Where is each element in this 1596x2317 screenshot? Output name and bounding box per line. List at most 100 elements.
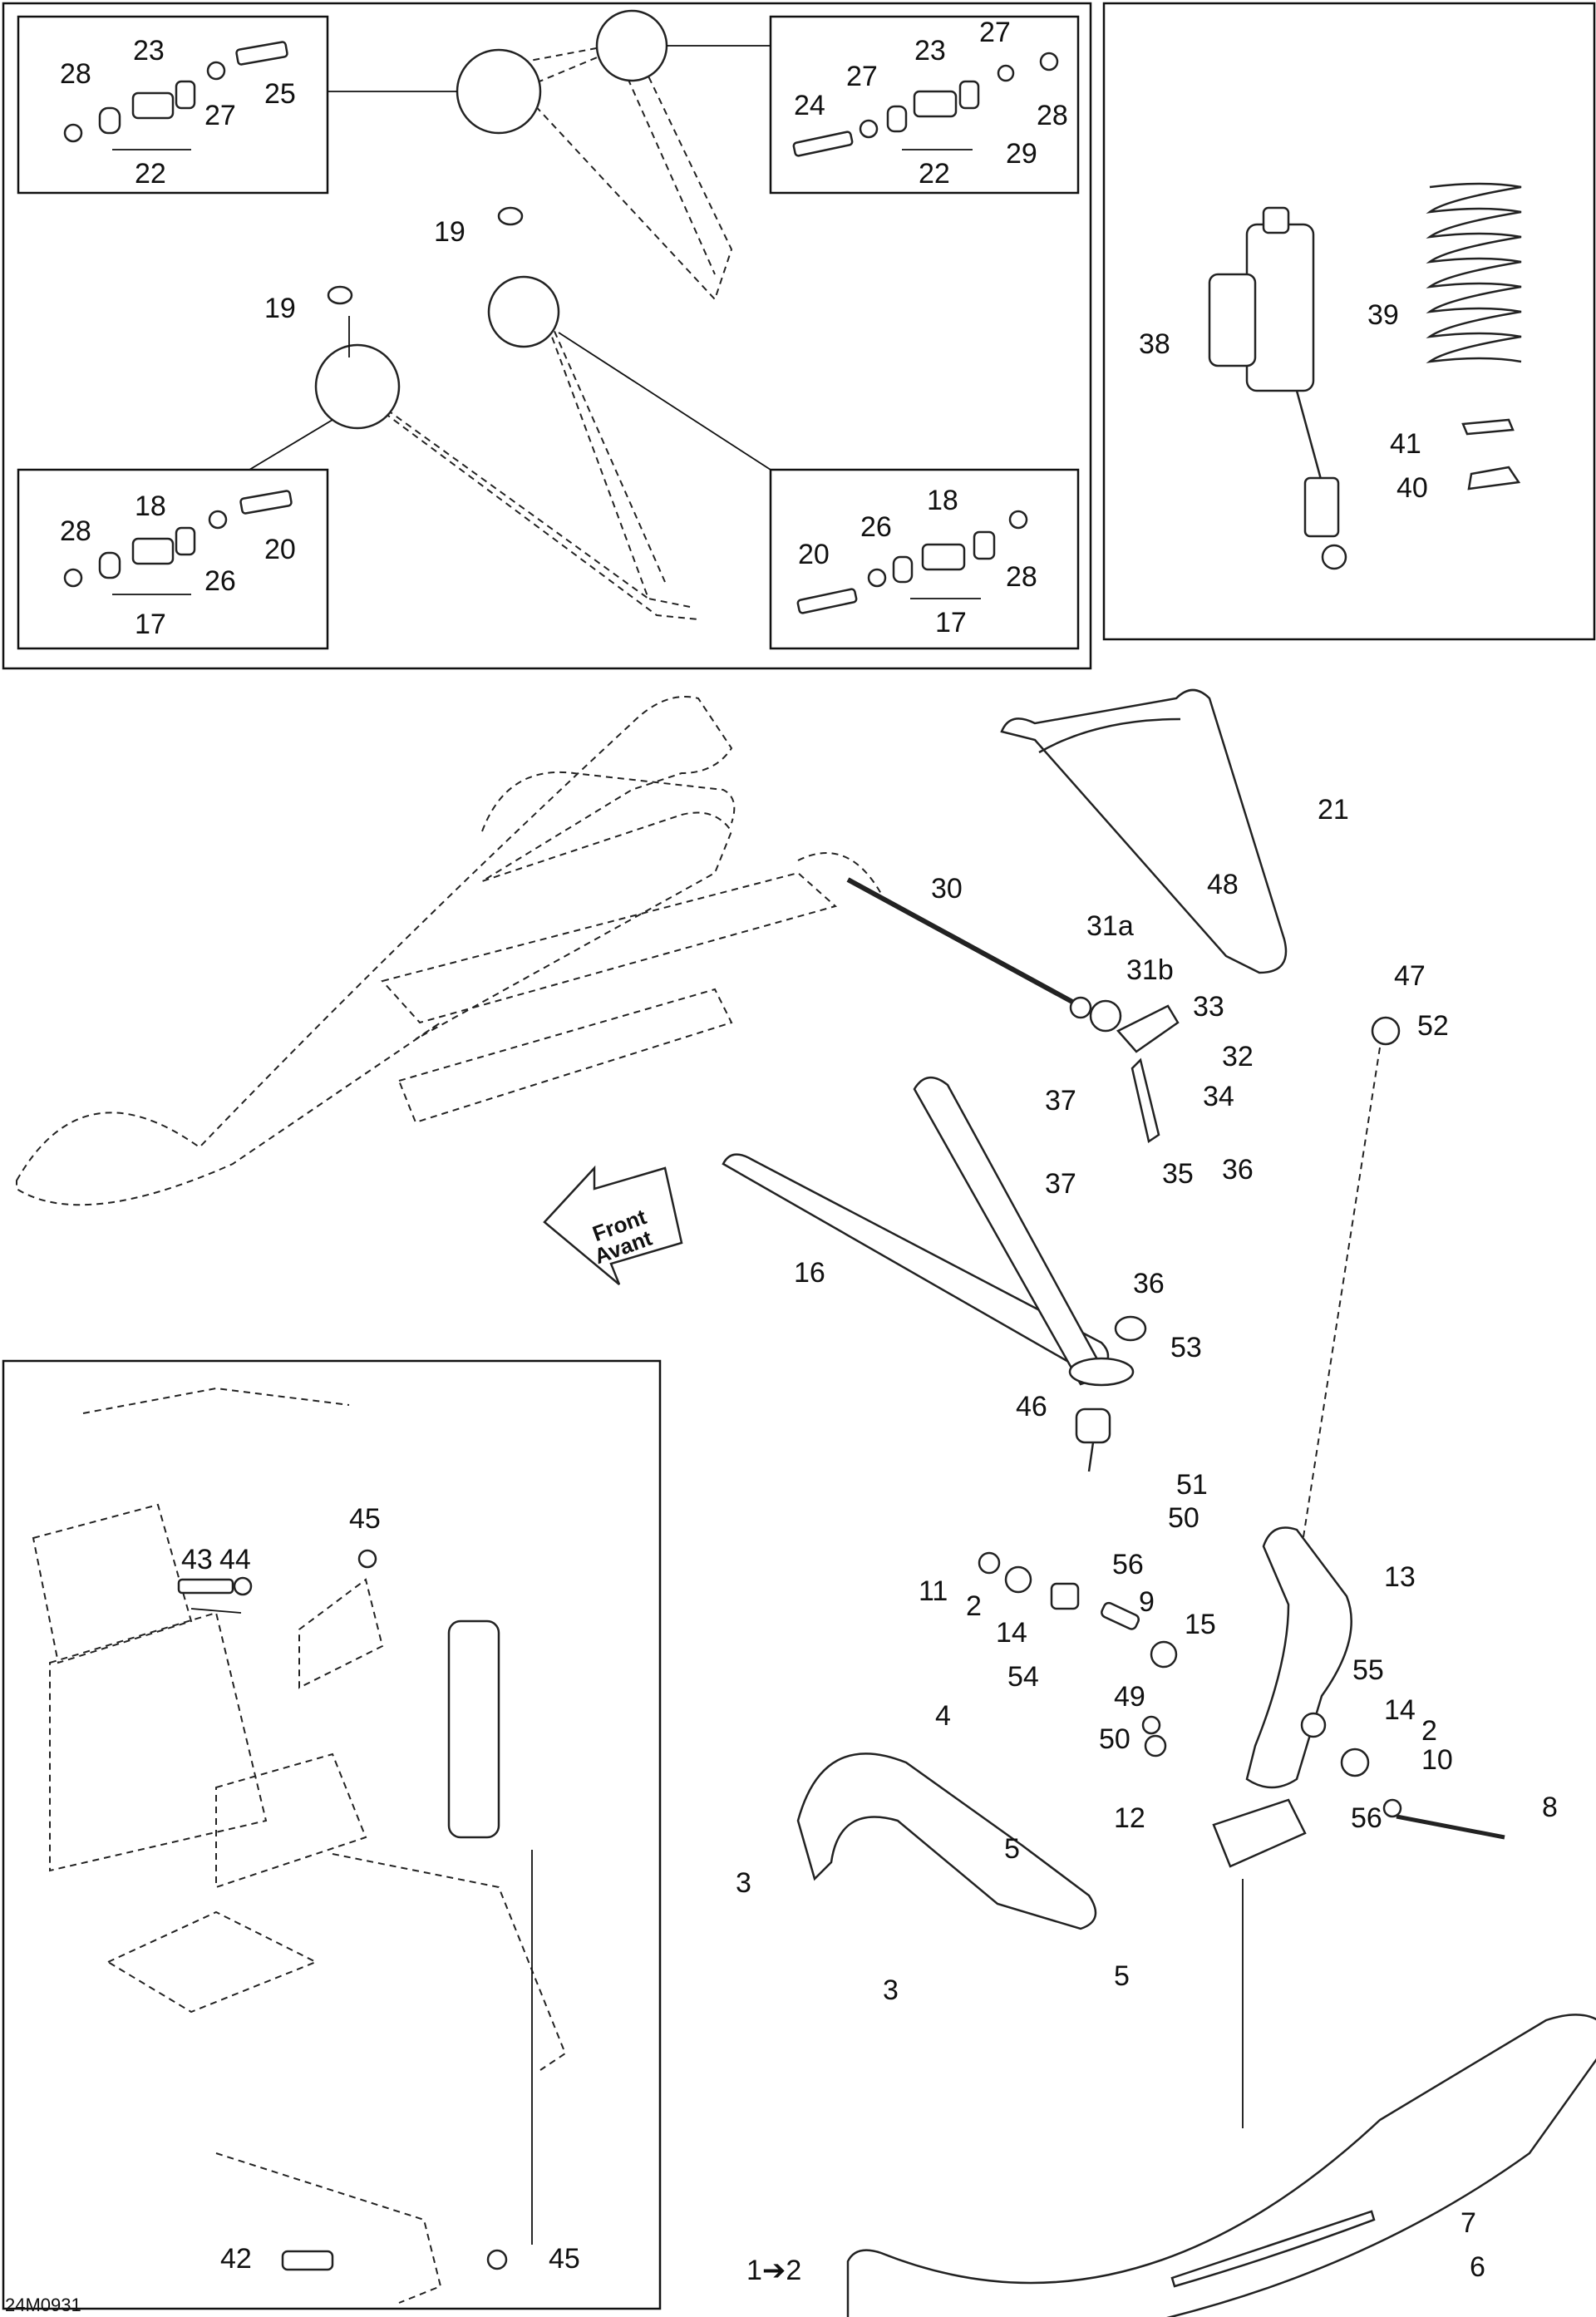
shock-detail-panel xyxy=(1102,2,1596,641)
label-56-a: 56 xyxy=(1112,1549,1144,1580)
frame-mount-detail-panel xyxy=(2,1359,662,2310)
label-12: 12 xyxy=(1114,1802,1145,1834)
upper-a-arm-sketch xyxy=(249,9,771,620)
label-49: 49 xyxy=(1114,1681,1145,1713)
drawing-code: 24M0931 xyxy=(5,2295,81,2315)
label-19-a: 19 xyxy=(434,216,466,248)
label-44: 44 xyxy=(219,1544,251,1575)
label-27-tr-top: 27 xyxy=(979,17,1011,48)
label-34: 34 xyxy=(1203,1081,1234,1112)
label-30: 30 xyxy=(931,873,963,905)
label-28-tr: 28 xyxy=(1037,100,1068,131)
label-45-a: 45 xyxy=(349,1503,381,1535)
frame-mount-sketch xyxy=(32,1387,567,2304)
label-10: 10 xyxy=(1421,1744,1453,1776)
inset-box-upper-right xyxy=(769,15,1080,195)
label-15: 15 xyxy=(1185,1609,1216,1640)
label-40: 40 xyxy=(1396,472,1428,504)
label-22-tl: 22 xyxy=(135,158,166,190)
label-33: 33 xyxy=(1193,991,1224,1023)
label-39: 39 xyxy=(1367,299,1399,331)
label-8: 8 xyxy=(1542,1792,1558,1823)
label-43: 43 xyxy=(181,1544,213,1575)
label-20-bl: 20 xyxy=(264,534,296,565)
ski-body xyxy=(846,2014,1596,2317)
label-5-a: 5 xyxy=(1004,1833,1020,1865)
shock-absorber-sketch xyxy=(1208,182,1522,570)
label-54: 54 xyxy=(1007,1661,1039,1693)
label-14-b: 14 xyxy=(1384,1694,1416,1726)
label-19-b: 19 xyxy=(264,293,296,324)
label-17-bl: 17 xyxy=(135,609,166,640)
label-27-tl: 27 xyxy=(204,100,236,131)
label-22-tr: 22 xyxy=(919,158,950,190)
label-50-b: 50 xyxy=(1099,1723,1130,1755)
hardware-inset-lower-left xyxy=(63,490,293,595)
label-14-a: 14 xyxy=(996,1617,1027,1649)
label-47: 47 xyxy=(1394,960,1426,992)
coil-spring xyxy=(1426,182,1522,363)
label-20-br: 20 xyxy=(798,539,830,570)
label-11: 11 xyxy=(919,1575,948,1607)
label-41: 41 xyxy=(1390,428,1421,460)
detail-circle-d xyxy=(314,343,401,430)
label-18-br: 18 xyxy=(927,485,958,516)
label-23-tl: 23 xyxy=(133,35,165,67)
label-25: 25 xyxy=(264,78,296,110)
label-37-a: 37 xyxy=(1045,1085,1076,1117)
label-31b: 31b xyxy=(1126,954,1174,986)
label-51: 51 xyxy=(1176,1469,1208,1501)
label-7: 7 xyxy=(1461,2207,1476,2239)
label-32: 32 xyxy=(1222,1041,1254,1072)
label-27-tr: 27 xyxy=(846,61,878,92)
label-6: 6 xyxy=(1470,2251,1485,2283)
upper-arm-detail-panel xyxy=(2,2,1092,670)
label-3-b: 3 xyxy=(883,1974,899,2006)
label-2-b: 2 xyxy=(1421,1715,1437,1747)
label-50-a: 50 xyxy=(1168,1502,1199,1534)
label-2-a: 2 xyxy=(966,1590,982,1622)
label-45-b: 45 xyxy=(549,2243,580,2275)
label-28-br: 28 xyxy=(1006,561,1037,593)
label-18-bl: 18 xyxy=(135,491,166,522)
label-21: 21 xyxy=(1318,794,1349,826)
hardware-inset-upper-right xyxy=(792,52,1059,157)
label-36-a: 36 xyxy=(1222,1154,1254,1186)
label-23-tr: 23 xyxy=(914,35,946,67)
label-48: 48 xyxy=(1207,869,1239,900)
label-24: 24 xyxy=(794,90,825,121)
hardware-inset-lower-right xyxy=(796,510,1028,614)
label-36-b: 36 xyxy=(1133,1268,1165,1299)
label-42: 42 xyxy=(220,2243,252,2275)
hardware-inset-upper-left xyxy=(63,41,288,150)
detail-circle-b xyxy=(595,9,668,82)
label-1-to-2: 1➔2 xyxy=(746,2255,801,2286)
detail-circle-c xyxy=(487,275,560,348)
label-26-bl: 26 xyxy=(204,565,236,597)
suspension-assembly-sketch: Front Avant xyxy=(16,688,1596,2317)
label-35: 35 xyxy=(1162,1158,1194,1190)
part-labels: 28 23 27 25 22 27 27 23 24 28 29 22 19 1… xyxy=(60,17,1558,2286)
label-38: 38 xyxy=(1139,328,1170,360)
label-46: 46 xyxy=(1016,1391,1047,1422)
label-9: 9 xyxy=(1139,1586,1155,1618)
label-17-br: 17 xyxy=(935,607,967,638)
detail-circle-a xyxy=(456,48,542,135)
label-3-a: 3 xyxy=(736,1867,751,1899)
label-28-tl: 28 xyxy=(60,58,91,90)
inset-box-lower-left xyxy=(17,468,329,650)
label-4: 4 xyxy=(935,1700,951,1732)
label-16: 16 xyxy=(794,1257,825,1289)
inset-box-lower-right xyxy=(769,468,1080,650)
label-56-b: 56 xyxy=(1351,1802,1382,1834)
label-37-b: 37 xyxy=(1045,1168,1076,1200)
label-5-b: 5 xyxy=(1114,1960,1130,1992)
inset-box-upper-left xyxy=(17,15,329,195)
label-13: 13 xyxy=(1384,1561,1416,1593)
label-31a: 31a xyxy=(1086,910,1134,942)
label-52: 52 xyxy=(1417,1010,1449,1042)
label-53: 53 xyxy=(1170,1332,1202,1363)
label-29: 29 xyxy=(1006,138,1037,170)
